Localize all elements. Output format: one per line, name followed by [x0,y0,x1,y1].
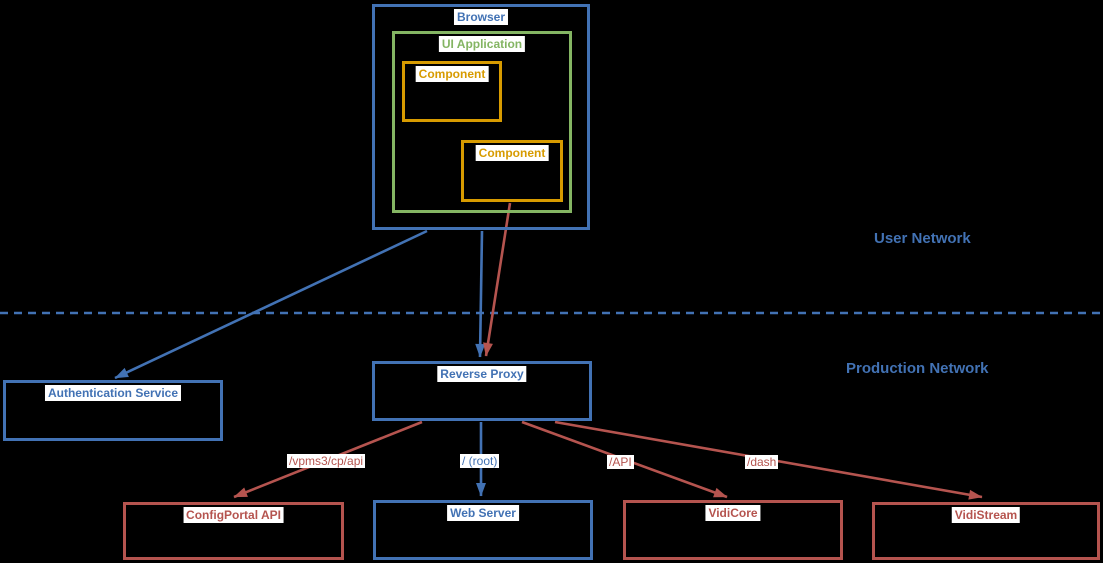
vidistream-route-label: /dash [745,455,779,469]
vidistream-node: VidiStream [872,502,1100,560]
ui-application-node: UI Application [392,31,572,213]
reverse-proxy-node: Reverse Proxy [372,361,592,421]
config-portal-api-node: ConfigPortal API [123,502,344,560]
ui-application-node-label: UI Application [438,36,526,52]
production-network-zone-label: Production Network [846,360,989,377]
authentication-service-node-label: Authentication Service [44,385,182,401]
browser-node: Browser [372,4,590,230]
component-2-node: Component [461,140,563,202]
browser-node-label: Browser [453,9,509,25]
web-server-node-label: Web Server [447,505,519,521]
vidicore-node-label: VidiCore [705,505,761,521]
config-portal-api-node-label: ConfigPortal API [183,507,284,523]
vidicore-node: VidiCore [623,500,843,560]
edge-browser-to-authentication-service [114,229,428,380]
component-2-node-label: Component [475,145,549,161]
edge-browser-to-reverse-proxy [475,230,486,358]
vidistream-node-label: VidiStream [951,507,1021,523]
authentication-service-node: Authentication Service [3,380,223,441]
component-1-node-label: Component [415,66,489,82]
web-server-route-label: / (root) [460,454,500,468]
config-portal-route-label: /vpms3/cp/api [287,454,366,468]
component-1-node: Component [402,61,502,122]
user-network-zone-label: User Network [874,230,971,247]
vidicore-route-label: /API [607,455,634,469]
reverse-proxy-node-label: Reverse Proxy [437,366,527,382]
web-server-node: Web Server [373,500,593,560]
